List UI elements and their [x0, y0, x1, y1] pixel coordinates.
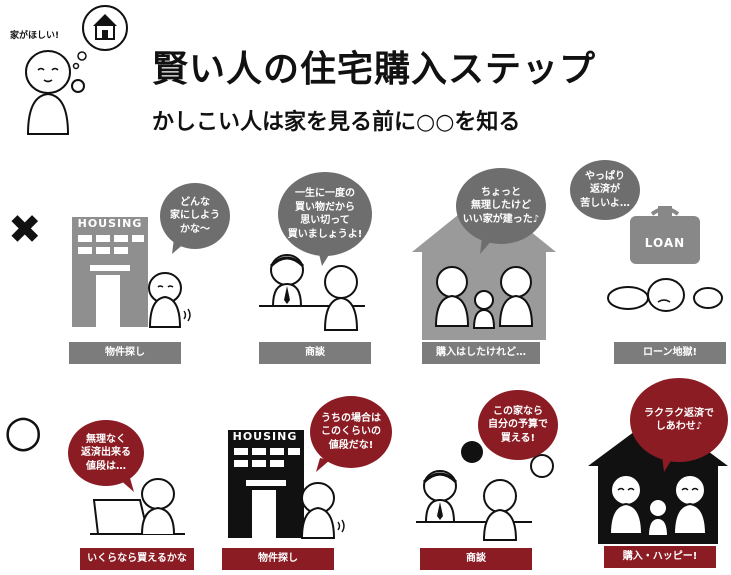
speech-bubble: 無理なく 返済出来る 値段は…	[68, 420, 144, 486]
speech-bubble: ラクラク返済で しあわせ♪	[630, 378, 728, 462]
housing-sign: HOUSING	[232, 430, 298, 443]
bubble-tail	[318, 250, 332, 266]
speech-bubble: この家なら 自分の予算で 買える!	[478, 390, 558, 460]
speech-bubble: やっぱり 返済が 苦しいよ…	[570, 160, 640, 220]
step-caption: 商談	[420, 548, 532, 570]
loan-sign: LOAN	[644, 236, 686, 250]
loan-weight-illustration	[607, 206, 723, 312]
step-caption: ローン地獄!	[614, 342, 726, 364]
speech-bubble: 一生に一度の 買い物だから 思い切って 買いましょうよ!	[278, 172, 372, 256]
bubble-tail	[118, 478, 134, 492]
page-title: 賢い人の住宅購入ステップ	[152, 49, 597, 90]
bubble-tail	[662, 456, 674, 472]
speech-want-house: 家がほしい!	[10, 31, 60, 41]
negotiation-illustration	[259, 254, 365, 331]
laptop-person-illustration	[90, 478, 185, 535]
housing-building-illustration	[228, 430, 345, 539]
bubble-tail	[172, 238, 186, 254]
house-icon	[93, 14, 117, 40]
speech-bubble: うちの場合は このくらいの 値段だな!	[310, 396, 392, 468]
speech-bubble: どんな 家にしよう かな〜	[160, 183, 230, 249]
bubble-tail	[480, 238, 494, 254]
step-caption: いくらなら買えるかな	[80, 548, 194, 570]
good-mark-icon: ○	[4, 406, 43, 457]
step-caption: 商談	[259, 342, 371, 364]
step-caption: 物件探し	[222, 548, 334, 570]
negotiation-illustration	[416, 441, 554, 541]
step-caption: 物件探し	[69, 342, 181, 364]
page-subtitle: かしこい人は家を見る前に○○を知る	[152, 110, 521, 135]
housing-sign: HOUSING	[77, 217, 143, 230]
step-caption: 購入はしたけれど…	[422, 342, 540, 364]
bubble-tail	[316, 458, 330, 472]
housing-building-illustration	[72, 217, 191, 328]
speech-bubble: ちょっと 無理したけど いい家が建った♪	[456, 168, 546, 244]
step-caption: 購入・ハッピー!	[604, 546, 716, 568]
thinking-person-illustration	[25, 5, 128, 135]
bad-mark-icon: ✖	[8, 207, 42, 253]
